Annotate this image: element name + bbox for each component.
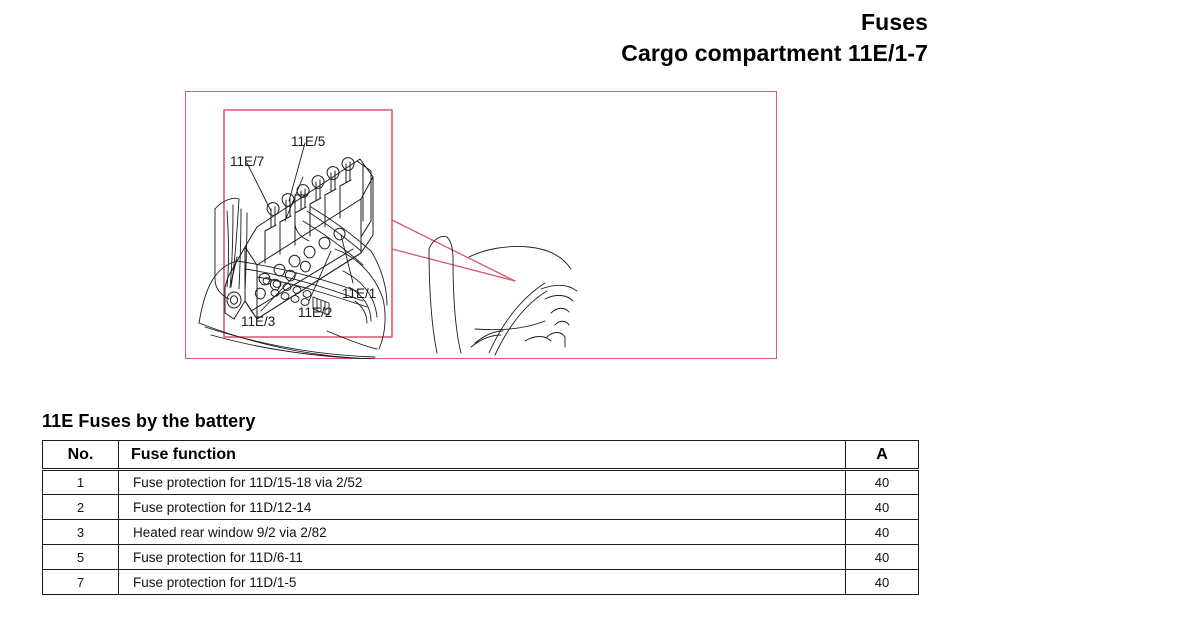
fuse-label-11e7: 11E/7 — [230, 154, 265, 169]
table-row: 1 Fuse protection for 11D/15-18 via 2/52… — [42, 469, 919, 495]
table-row: 7 Fuse protection for 11D/1-5 40 — [42, 569, 919, 595]
cell-no: 1 — [42, 469, 119, 495]
fuse-table: No. Fuse function A 1 Fuse protection fo… — [42, 440, 919, 595]
cell-function: Fuse protection for 11D/1-5 — [118, 569, 846, 595]
column-header-no: No. — [42, 440, 119, 471]
cell-amps: 40 — [845, 469, 919, 495]
vehicle-outline — [198, 194, 578, 359]
fuse-label-11e2: 11E/2 — [298, 305, 333, 320]
table-header-row: No. Fuse function A — [42, 440, 919, 471]
cell-amps: 40 — [845, 544, 919, 570]
cell-function: Fuse protection for 11D/15-18 via 2/52 — [118, 469, 846, 495]
cell-function: Fuse protection for 11D/6-11 — [118, 544, 846, 570]
cell-amps: 40 — [845, 519, 919, 545]
page-title: Fuses — [861, 9, 928, 35]
cell-no: 3 — [42, 519, 119, 545]
table-row: 2 Fuse protection for 11D/12-14 40 — [42, 494, 919, 520]
callout-leader-lines — [391, 219, 516, 282]
cell-no: 5 — [42, 544, 119, 570]
section-heading: 11E Fuses by the battery — [42, 411, 256, 431]
column-header-amps: A — [845, 440, 919, 471]
cell-no: 2 — [42, 494, 119, 520]
fuse-box-location-figure: 11E/7 11E/5 11E/3 11E/2 11E/1 — [185, 91, 777, 359]
table-row: 5 Fuse protection for 11D/6-11 40 — [42, 544, 919, 570]
column-header-fuse-function: Fuse function — [118, 440, 846, 471]
fuse-label-11e5: 11E/5 — [291, 134, 326, 149]
cell-function: Heated rear window 9/2 via 2/82 — [118, 519, 846, 545]
cell-amps: 40 — [845, 569, 919, 595]
fuse-label-11e3: 11E/3 — [241, 314, 276, 329]
fuse-label-11e1: 11E/1 — [342, 286, 377, 301]
fuse-box-illustration — [198, 109, 578, 359]
table-body: 1 Fuse protection for 11D/15-18 via 2/52… — [42, 469, 919, 595]
cell-function: Fuse protection for 11D/12-14 — [118, 494, 846, 520]
cell-no: 7 — [42, 569, 119, 595]
table-row: 3 Heated rear window 9/2 via 2/82 40 — [42, 519, 919, 545]
page-subtitle: Cargo compartment 11E/1-7 — [621, 40, 928, 66]
page-header: Fuses Cargo compartment 11E/1-7 — [0, 0, 1200, 67]
table-header: No. Fuse function A — [42, 440, 919, 471]
cell-amps: 40 — [845, 494, 919, 520]
